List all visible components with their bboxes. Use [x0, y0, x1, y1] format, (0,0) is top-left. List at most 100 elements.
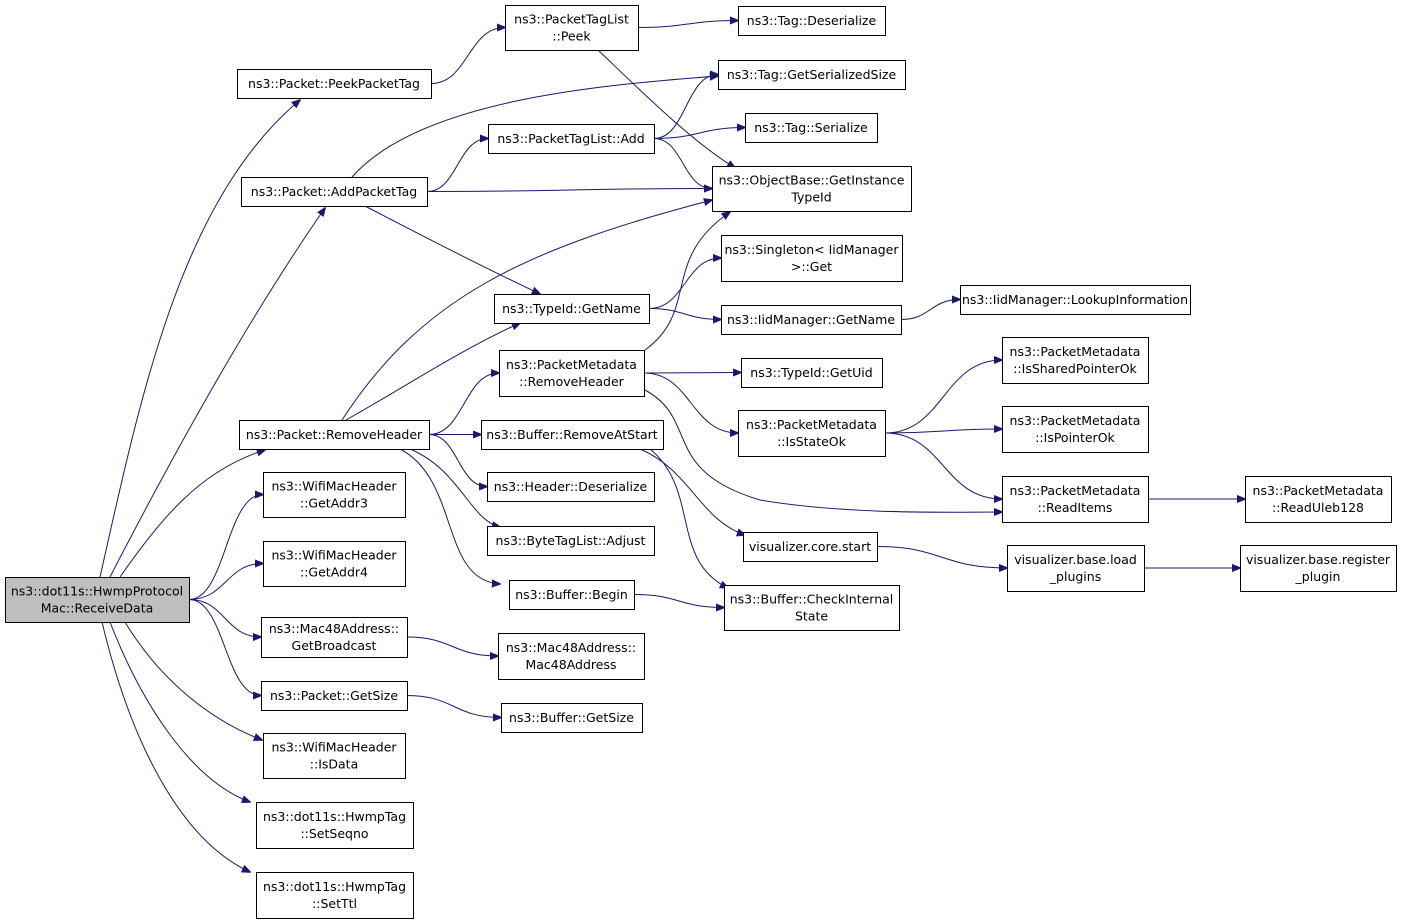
node-lookupInformation[interactable]: ns3::IidManager::LookupInformation: [960, 285, 1191, 315]
node-packetGetSize[interactable]: ns3::Packet::GetSize: [261, 681, 408, 711]
node-removeHeader[interactable]: ns3::Packet::RemoveHeader: [239, 420, 430, 450]
node-box: [501, 703, 643, 733]
node-box: [724, 585, 900, 631]
node-setSeqno[interactable]: ns3::dot11s::HwmpTag::SetSeqno: [256, 802, 414, 849]
node-readUleb128[interactable]: ns3::PacketMetadata::ReadUleb128: [1245, 476, 1392, 523]
edge-peekPacketTag-to-ptlPeek: [430, 28, 505, 84]
node-peekPacketTag[interactable]: ns3::Packet::PeekPacketTag: [237, 69, 432, 99]
node-label: ns3::Buffer::Begin: [515, 587, 628, 602]
node-isSharedPointerOk[interactable]: ns3::PacketMetadata::IsSharedPointerOk: [1002, 337, 1149, 384]
node-box: [263, 472, 406, 518]
node-box: [487, 526, 655, 556]
node-label: ns3::PacketMetadata: [506, 357, 637, 372]
node-label: ns3::TypeId::GetUid: [750, 365, 872, 380]
node-registerPlugin[interactable]: visualizer.base.register _plugin: [1240, 545, 1397, 592]
node-getAddr4[interactable]: ns3::WifiMacHeader::GetAddr4: [263, 541, 406, 587]
node-singletonGet[interactable]: ns3::Singleton< IidManager>::Get: [721, 235, 903, 282]
edge-ptlAdd-to-tagGetSerializedSize: [653, 75, 718, 139]
node-label: State: [795, 609, 828, 624]
edge-pmRemoveHeader-to-getInstanceTypeId: [644, 212, 730, 351]
node-label: ns3::Packet::GetSize: [270, 688, 398, 703]
edge-root-to-peekPacketTag: [99, 100, 300, 578]
node-label: _plugins: [1049, 569, 1101, 584]
node-ptlAdd[interactable]: ns3::PacketTagList::Add: [488, 124, 655, 154]
node-loadPlugins[interactable]: visualizer.base.load_plugins: [1007, 545, 1145, 592]
node-label: ::IsPointerOk: [1035, 430, 1115, 445]
node-ptlPeek[interactable]: ns3::PacketTagList::Peek: [505, 5, 639, 51]
node-label: ns3::PacketMetadata: [1010, 413, 1141, 428]
node-isData[interactable]: ns3::WifiMacHeader::IsData: [263, 733, 406, 779]
node-box: [237, 69, 432, 99]
node-box: [721, 305, 902, 335]
node-box: [487, 472, 655, 502]
node-btlAdjust[interactable]: ns3::ByteTagList::Adjust: [487, 526, 655, 556]
node-label: ::Peek: [552, 29, 591, 44]
node-box: [241, 177, 428, 207]
node-pmIsStateOk[interactable]: ns3::PacketMetadata::IsStateOk: [738, 410, 886, 457]
node-label: ns3::Tag::GetSerializedSize: [727, 67, 897, 82]
node-bufRemoveAtStart[interactable]: ns3::Buffer::RemoveAtStart: [481, 420, 664, 450]
node-label: ::ReadItems: [1038, 500, 1113, 515]
node-tagSerialize[interactable]: ns3::Tag::Serialize: [745, 113, 878, 143]
edge-bufBegin-to-checkInternalState: [633, 594, 724, 608]
node-readItems[interactable]: ns3::PacketMetadata::ReadItems: [1002, 476, 1149, 523]
node-tagDeserialize[interactable]: ns3::Tag::Deserialize: [738, 6, 886, 36]
edge-typeIdGetName-to-iidGetName: [648, 308, 721, 320]
node-getBroadcast[interactable]: ns3::Mac48Address::GetBroadcast: [261, 617, 408, 658]
node-box: [509, 580, 635, 610]
node-box: [261, 681, 408, 711]
node-typeIdGetName[interactable]: ns3::TypeId::GetName: [494, 294, 650, 324]
node-box: [721, 235, 903, 282]
node-root[interactable]: ns3::dot11s::HwmpProtocolMac::ReceiveDat…: [5, 577, 190, 623]
node-label: ns3::PacketTagList::Add: [497, 131, 644, 146]
node-box: [1007, 545, 1145, 592]
node-box: [1245, 476, 1392, 523]
node-box: [499, 350, 645, 397]
node-macCtor[interactable]: ns3::Mac48Address::Mac48Address: [498, 633, 645, 680]
edge-root-to-isData: [124, 621, 262, 740]
node-setTtl[interactable]: ns3::dot11s::HwmpTag::SetTtl: [256, 872, 414, 919]
node-typeIdGetUid[interactable]: ns3::TypeId::GetUid: [741, 358, 883, 388]
node-box: [239, 420, 430, 450]
node-label: ns3::Buffer::GetSize: [509, 710, 634, 725]
nodes: ns3::dot11s::HwmpProtocolMac::ReceiveDat…: [5, 5, 1397, 919]
node-label: _plugin: [1295, 569, 1341, 584]
edge-removeHeader-to-pmRemoveHeader: [428, 373, 499, 435]
edge-removeHeader-to-getInstanceTypeId: [341, 200, 712, 421]
node-isPointerOk[interactable]: ns3::PacketMetadata::IsPointerOk: [1002, 406, 1149, 453]
node-label: ns3::WifiMacHeader: [271, 740, 397, 755]
node-box: [1002, 406, 1149, 453]
node-iidGetName[interactable]: ns3::IidManager::GetName: [721, 305, 902, 335]
node-label: visualizer.base.register: [1246, 552, 1391, 567]
node-bufBegin[interactable]: ns3::Buffer::Begin: [509, 580, 635, 610]
node-bufGetSize[interactable]: ns3::Buffer::GetSize: [501, 703, 643, 733]
edge-root-to-getAddr4: [188, 564, 263, 600]
node-label: ns3::ByteTagList::Adjust: [496, 533, 646, 548]
node-addPacketTag[interactable]: ns3::Packet::AddPacketTag: [241, 177, 428, 207]
node-vizCoreStart[interactable]: visualizer.core.start: [743, 532, 878, 562]
node-label: ns3::Packet::RemoveHeader: [246, 427, 423, 442]
node-box: [5, 577, 190, 623]
node-box: [960, 285, 1191, 315]
node-label: ns3::Buffer::RemoveAtStart: [486, 427, 658, 442]
node-tagGetSerializedSize[interactable]: ns3::Tag::GetSerializedSize: [718, 60, 906, 90]
node-label: ns3::Packet::PeekPacketTag: [248, 76, 420, 91]
edge-pmRemoveHeader-to-readItems: [644, 389, 1002, 512]
edge-addPacketTag-to-tagGetSerializedSize: [351, 76, 718, 178]
node-getAddr3[interactable]: ns3::WifiMacHeader::GetAddr3: [263, 472, 406, 518]
node-headerDeserialize[interactable]: ns3::Header::Deserialize: [487, 472, 655, 502]
node-label: ns3::Tag::Deserialize: [747, 13, 877, 28]
node-box: [738, 410, 886, 457]
edge-ptlPeek-to-tagDeserialize: [637, 21, 738, 28]
node-pmRemoveHeader[interactable]: ns3::PacketMetadata::RemoveHeader: [499, 350, 645, 397]
node-label: ns3::ObjectBase::GetInstance: [719, 173, 905, 188]
edge-typeIdGetName-to-singletonGet: [648, 258, 721, 309]
node-box: [1002, 476, 1149, 523]
node-label: ns3::IidManager::GetName: [727, 312, 895, 327]
node-label: ns3::dot11s::HwmpProtocol: [11, 584, 183, 599]
node-label: ns3::TypeId::GetName: [502, 301, 641, 316]
node-box: [718, 60, 906, 90]
edge-removeHeader-to-bufBegin: [399, 448, 500, 584]
